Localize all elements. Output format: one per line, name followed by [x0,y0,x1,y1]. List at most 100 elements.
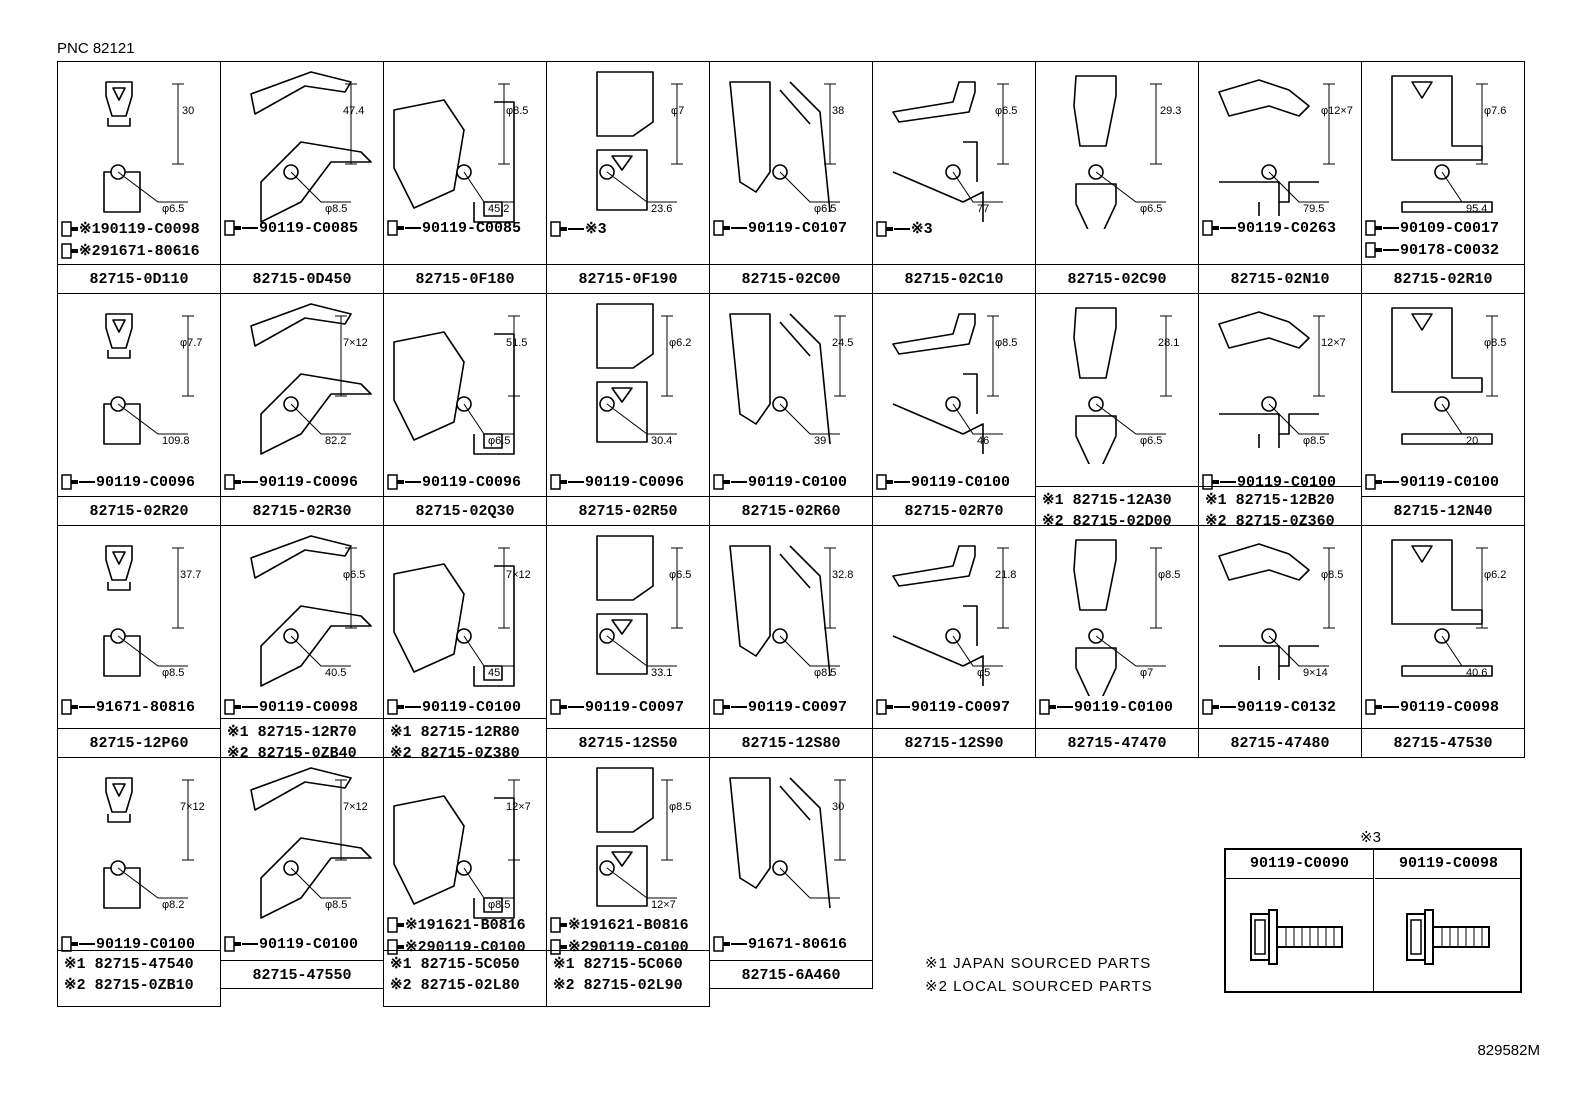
bracket-outline [596,381,648,443]
leader-line [952,171,1003,203]
part-number: 82715-47480 [1230,735,1330,752]
part-number: 82715-02Q30 [415,503,515,520]
leader-line [117,171,188,203]
part-number-box [221,496,383,497]
bracket-outline [1218,311,1310,349]
bracket-outline [1258,202,1280,216]
part-number-box [221,718,383,719]
dimension-label: 12×7 [506,801,531,813]
dimension-label: 40.5 [325,667,346,679]
dimension-label: 95.4 [1466,203,1487,215]
part-number-box [58,950,220,951]
leader-line [1441,171,1492,203]
dimension-label: φ6.5 [488,435,510,447]
bracket-outline [1075,647,1117,696]
bracket-outline [729,777,771,889]
bracket-outline [892,545,976,587]
bolt-callout: ※190119-C0098 [61,219,200,238]
bracket-outline [611,619,633,635]
bracket-outline [779,553,811,589]
leader-line [894,481,910,483]
bolt-part-number: 90119-C0097 [748,698,848,716]
dimension-line [661,779,673,861]
part-number-box [1036,486,1198,487]
bracket-outline [892,81,976,123]
part-number: 82715-12S80 [741,735,841,752]
bolt-callout: ※290119-C0100 [387,937,526,956]
part-number: ※1 82715-12A30 [1042,492,1172,509]
dimension-line [1323,83,1335,165]
bolt-callout: 90119-C0097 [550,698,684,716]
bolt-icon [550,474,567,490]
dimension-label: φ8.5 [814,667,836,679]
dimension-label: 79.5 [1303,203,1324,215]
bracket-outline [1401,433,1493,445]
part-number-box [1362,728,1524,729]
bolt-part-number: 90178-C0032 [1400,241,1500,259]
bracket-outline [1391,539,1483,625]
dimension-label: φ6.5 [1140,203,1162,215]
bolt-part-number: ※290119-C0100 [405,939,526,956]
bracket-drawing: 47.4φ8.5 [250,71,372,223]
leader-line [242,706,258,708]
bracket-outline [105,313,133,349]
bracket-outline [596,303,654,369]
dimension-label: 32.8 [832,569,853,581]
part-number: ※1 82715-5C060 [553,956,683,973]
leader-line [779,867,840,899]
leader-line [731,227,747,229]
leader-line [242,481,258,483]
dimension-label: φ8.5 [995,337,1017,349]
dimension-label: φ12×7 [1321,105,1353,117]
bolt-icon [1039,699,1056,715]
bolt-icon [876,474,893,490]
dimension-label: φ7 [1140,667,1153,679]
leader-line [1268,635,1329,667]
bolt-icon [387,220,404,236]
bolt-icon [713,699,730,715]
bracket-outline [596,767,654,833]
dimension-line [1323,547,1335,629]
dimension-label: 45 [488,667,500,679]
dimension-line [345,83,357,165]
bracket-outline [1075,183,1117,229]
bolt-callout: 90119-C0096 [387,473,521,491]
dimension-line [661,315,673,397]
bracket-outline [1258,666,1280,680]
leader-line [405,706,421,708]
bracket-drawing: 12×7φ8.5 [1218,311,1346,448]
part-number: ※2 82715-02L80 [390,977,520,994]
bracket-outline [260,373,372,455]
bolt-icon [713,220,730,236]
part-number-box [873,728,1035,729]
bracket-outline [1219,181,1319,203]
dimension-line [1150,83,1162,165]
bracket-outline [250,535,352,579]
part-number-box [710,496,872,497]
bolt-callout: 90119-C0100 [387,698,521,716]
bracket-outline [729,313,771,425]
bracket-outline [393,99,465,209]
leader-line [1383,481,1399,483]
leader-line [290,867,351,899]
bolt-callout: 90119-C0132 [1202,698,1336,716]
dimension-label: φ5 [977,667,990,679]
bolt-icon [61,242,78,259]
bolt-callout: 90119-C0096 [224,473,358,491]
dimension-label: 21.8 [995,569,1016,581]
bracket-outline [473,565,515,687]
dimension-label: φ8.5 [1303,435,1325,447]
bracket-drawing: φ8.546 [892,313,1017,454]
bolt-part-number: 90119-C0098 [1400,698,1500,716]
dimension-line [1313,315,1325,397]
bolt-column-header: 90119-C0098 [1375,850,1522,879]
dimension-line [172,83,184,165]
bracket-outline [103,403,141,445]
